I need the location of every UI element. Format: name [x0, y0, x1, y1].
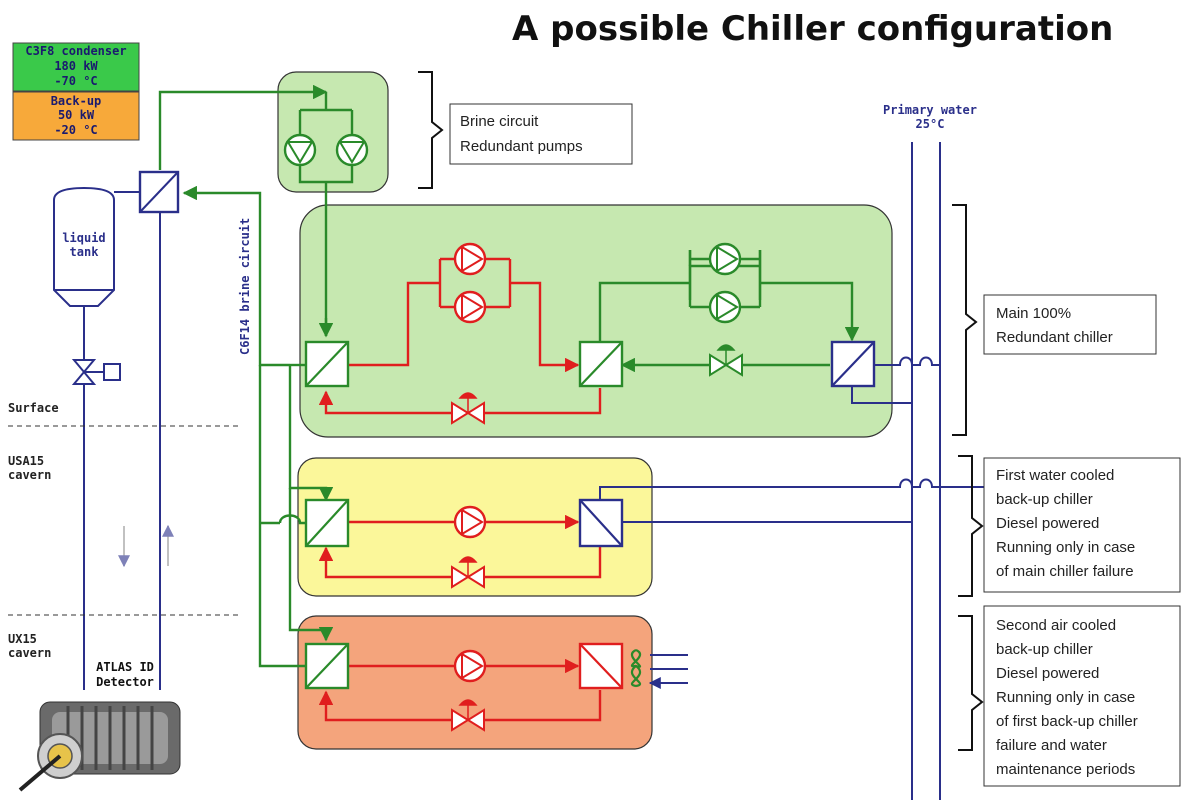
backup-power: 50 kW — [58, 108, 95, 122]
top-heat-exchanger — [138, 170, 180, 214]
main-chiller-panel — [299, 204, 893, 438]
first-backup-line1: First water cooled — [996, 467, 1114, 484]
second-backup-red-pump — [453, 649, 487, 683]
main-hx-3 — [830, 340, 876, 388]
brine-vertical-label: C6F14 brine circuit — [238, 218, 252, 355]
second-backup-annotation-box — [983, 605, 1181, 787]
tank-label-line2: tank — [70, 245, 100, 259]
second-backup-line6: failure and water — [996, 737, 1107, 754]
primary-water-label: Primary water — [883, 103, 977, 117]
primary-water-temp: 25°C — [916, 117, 945, 131]
brine-annotation-line2: Redundant pumps — [460, 138, 583, 155]
air-flow-arrows — [650, 654, 688, 683]
detector-label-line1: ATLAS ID — [96, 660, 154, 674]
second-backup-hx-2 — [578, 642, 624, 690]
second-backup-line3: Diesel powered — [996, 665, 1099, 682]
first-backup-line5: of main chiller failure — [996, 563, 1134, 580]
main-green-pump-1 — [708, 242, 742, 276]
first-backup-line3: Diesel powered — [996, 515, 1099, 532]
second-backup-line2: back-up chiller — [996, 641, 1093, 658]
condenser-temp: -70 °C — [54, 74, 97, 88]
first-backup-red-valve — [451, 556, 485, 589]
red-circuit-first-backup — [326, 522, 602, 579]
second-backup-line4: Running only in case — [996, 689, 1135, 706]
second-backup-brace — [958, 615, 984, 751]
main-annotation-box — [983, 294, 1157, 355]
main-green-valve — [709, 344, 743, 377]
usa15-label-cavern: cavern — [8, 468, 51, 482]
red-circuit-second-backup — [326, 666, 602, 722]
first-backup-hx-2 — [578, 498, 624, 548]
main-red-pump-2 — [453, 290, 487, 324]
second-backup-red-valve — [451, 699, 485, 732]
backup-legend — [12, 91, 140, 141]
main-hx-1 — [304, 340, 350, 388]
first-backup-hx-1 — [304, 498, 350, 548]
primary-water-lines — [599, 142, 1060, 800]
main-red-pump-1 — [453, 242, 487, 276]
condenser-legend — [12, 42, 140, 92]
red-circuit-main — [326, 257, 602, 415]
backup-label: Back-up — [51, 94, 102, 108]
first-backup-annotation-box — [983, 457, 1181, 593]
brine-pump-panel — [277, 71, 389, 193]
ux15-label-cavern: cavern — [8, 646, 51, 660]
first-backup-line2: back-up chiller — [996, 491, 1093, 508]
first-backup-red-pump — [453, 505, 487, 539]
main-annotation-line1: Main 100% — [996, 305, 1071, 322]
backup-temp: -20 °C — [54, 123, 97, 137]
first-backup-line4: Running only in case — [996, 539, 1135, 556]
main-red-valve — [451, 392, 485, 425]
main-brace — [952, 204, 978, 436]
second-backup-line5: of first back-up chiller — [996, 713, 1138, 730]
usa15-label: USA15 — [8, 454, 44, 468]
second-backup-line7: maintenance periods — [996, 761, 1135, 778]
condenser-power: 180 kW — [54, 59, 98, 73]
first-backup-brace — [958, 455, 984, 597]
ux15-label: UX15 — [8, 632, 37, 646]
brine-pump-2 — [335, 133, 369, 167]
liquid-tank — [53, 186, 140, 690]
main-annotation-line2: Redundant chiller — [996, 329, 1113, 346]
second-backup-hx-1 — [304, 642, 350, 690]
brine-annotation-line1: Brine circuit — [460, 113, 539, 130]
condenser-label: C3F8 condenser — [25, 44, 126, 58]
main-hx-2 — [578, 340, 624, 388]
second-backup-line1: Second air cooled — [996, 617, 1116, 634]
main-green-pump-2 — [708, 290, 742, 324]
green-brine-circuit — [158, 84, 852, 668]
page-title: A possible Chiller configuration — [512, 9, 1113, 49]
brine-brace — [418, 71, 444, 189]
brine-pump-1 — [283, 133, 317, 167]
tank-label-line1: liquid — [62, 231, 105, 245]
brine-annotation-box — [449, 103, 633, 165]
atlas-detector-image — [18, 701, 181, 792]
detector-label-line2: Detector — [96, 675, 154, 689]
surface-label: Surface — [8, 401, 59, 415]
legend: C3F8 condenser 180 kW -70 °C Back-up 50 … — [12, 42, 140, 141]
